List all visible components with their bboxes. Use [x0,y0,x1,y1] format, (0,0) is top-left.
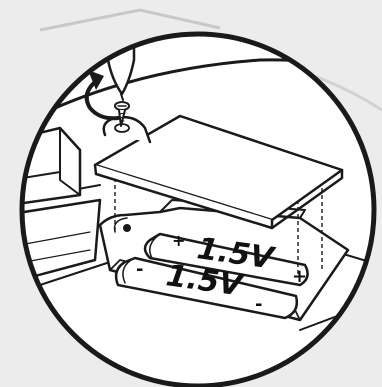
battery-1-left-terminal: + [172,231,185,250]
screw-hole [123,224,131,232]
battery-2-right-terminal: - [255,294,262,315]
battery-2-left-terminal: - [136,259,143,280]
battery-1-right-terminal: + [292,266,307,287]
